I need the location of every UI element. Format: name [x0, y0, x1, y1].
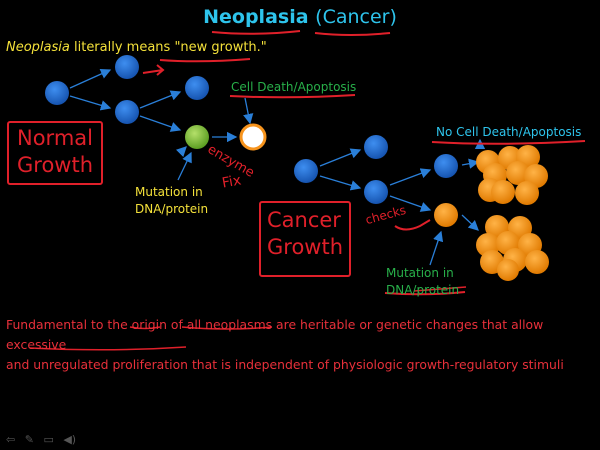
- title-underline-2: [314, 32, 391, 36]
- mutated-cell-green: [185, 125, 209, 149]
- unregulated-underline: [29, 346, 187, 351]
- sound-icon[interactable]: ◀): [63, 433, 77, 446]
- no-cell-death-underline: [431, 140, 586, 145]
- cancer-cell-1: [294, 159, 318, 183]
- mutation-label-normal: Mutation in DNA/protein: [135, 185, 209, 216]
- pen-icon[interactable]: ✎: [24, 433, 34, 446]
- normal-arrows: [69, 68, 254, 158]
- intro-term: Neoplasia: [6, 40, 70, 55]
- normal-cell-2: [115, 55, 139, 79]
- cancer-cell-orange: [434, 203, 458, 227]
- checks-tick: [394, 219, 431, 231]
- bottom-line-1: Fundamental to the origin of all neoplas…: [6, 317, 544, 352]
- title-underline-1: [211, 30, 301, 35]
- back-icon[interactable]: ⇦: [6, 433, 16, 446]
- cancer-arrows: [319, 138, 486, 266]
- normal-cell-1: [45, 81, 69, 105]
- page-icon[interactable]: ▭: [43, 433, 54, 446]
- cancer-cell-3: [364, 180, 388, 204]
- protein-strike: [413, 286, 467, 292]
- normal-cell-4: [185, 76, 209, 100]
- bottom-statement: Fundamental to the origin of all neoplas…: [6, 315, 596, 375]
- tumor-cluster-lower: [476, 215, 549, 281]
- intro-line: Neoplasia literally means "new growth.": [6, 40, 267, 55]
- red-arrow-mark: [142, 64, 165, 76]
- normal-growth-label: Normal Growth: [17, 126, 94, 177]
- all-neoplasms-underline: [181, 326, 273, 330]
- cell-death-label: Cell Death/Apoptosis: [231, 80, 357, 94]
- bottom-line-2: and unregulated proliferation that is in…: [6, 357, 564, 372]
- cell-death-underline: [229, 94, 356, 99]
- tumor-cluster-upper: [476, 145, 548, 205]
- intro-text: literally means "new growth.": [69, 40, 267, 55]
- cancer-cell-4: [434, 154, 458, 178]
- intro-underline: [159, 58, 251, 63]
- handwritten-fix: Fix: [220, 172, 243, 192]
- cancer-growth-box: Cancer Growth: [259, 201, 351, 277]
- page-title: Neoplasia (Cancer): [0, 6, 600, 28]
- title-main: Neoplasia: [203, 6, 309, 28]
- no-cell-death-label: No Cell Death/Apoptosis: [436, 125, 582, 139]
- cancer-cell-2: [364, 135, 388, 159]
- normal-cell-3: [115, 100, 139, 124]
- apoptotic-cell: [239, 123, 267, 151]
- mutation-underline: [384, 291, 466, 296]
- cancer-growth-label: Cancer Growth: [267, 208, 344, 259]
- player-toolbar: ⇦ ✎ ▭ ◀): [6, 433, 82, 446]
- origin-underline: [129, 326, 161, 330]
- mutation-label-cancer: Mutation in DNA/protein: [386, 266, 460, 297]
- title-sub: (Cancer): [315, 6, 397, 28]
- normal-growth-box: Normal Growth: [7, 121, 103, 185]
